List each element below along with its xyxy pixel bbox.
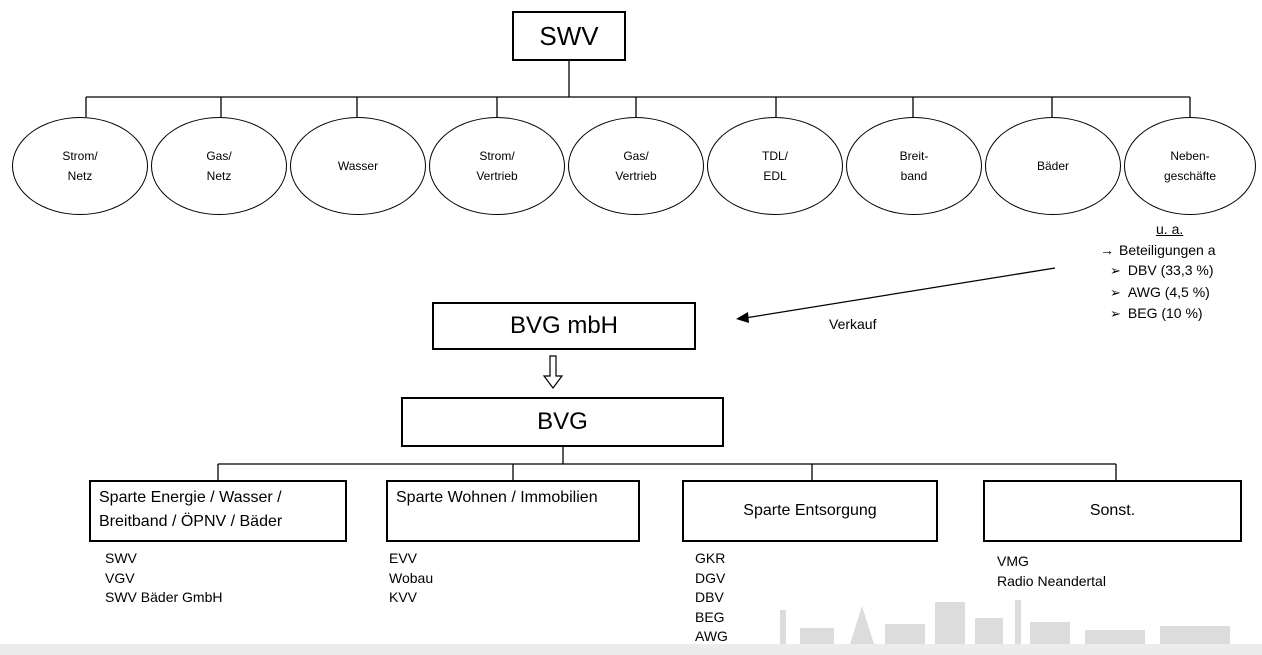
division-gas-netz: Gas/ Netz: [151, 117, 287, 215]
side-note: u. a. Beteiligungen a DBV (33,3 %) AWG (…: [1100, 219, 1216, 325]
division-tdl-edl: TDL/ EDL: [707, 117, 843, 215]
member: VGV: [105, 569, 135, 586]
division-label: Bäder: [1036, 159, 1070, 173]
division-label: Strom/ Vertrieb: [476, 149, 518, 183]
swv-label: SWV: [539, 20, 599, 51]
sparte-sonstiges-members: VMG Radio Neandertal: [997, 552, 1106, 591]
division-label: Wasser: [337, 159, 379, 173]
city-skyline-watermark: [0, 600, 1262, 655]
member: GKR: [695, 550, 726, 566]
note-heading: u. a.: [1156, 221, 1184, 237]
member: KVV: [389, 589, 418, 605]
sparte-entsorgung-members: GKR DGV DBV BEG AWG: [695, 549, 728, 647]
member: DBV: [695, 589, 724, 605]
sparte-label: Sonst.: [1089, 502, 1136, 519]
sale-label: Verkauf: [829, 316, 877, 332]
sparte-label: Sparte Energie / Wasser / Breitband / ÖP…: [99, 489, 283, 530]
bvg-mbh-label: BVG mbH: [509, 312, 619, 339]
sparte-wohnen-members: EVV Wobau KVV: [389, 549, 433, 608]
division-label: TDL/ EDL: [761, 149, 788, 183]
member: BEG: [695, 608, 725, 625]
division-label: Strom/ Netz: [62, 149, 98, 183]
note-arrow-item: Beteiligungen a: [1100, 240, 1216, 261]
division-baeder: Bäder: [985, 117, 1121, 215]
division-nebengeschaefte: Neben- geschäfte: [1124, 117, 1256, 215]
sparte-energie-members: SWV VGV SWV Bäder GmbH: [105, 549, 222, 608]
division-wasser: Wasser: [290, 117, 426, 215]
sparte-sonstiges: Sonst.: [983, 480, 1242, 542]
member: AWG: [695, 628, 728, 644]
member: VMG: [997, 553, 1029, 569]
member: SWV: [105, 550, 137, 566]
division-label: Breit- band: [899, 149, 929, 183]
division-strom-vertrieb: Strom/ Vertrieb: [429, 117, 565, 215]
division-strom-netz: Strom/ Netz: [12, 117, 148, 215]
note-item: BEG (10 %): [1110, 303, 1216, 325]
division-breitband: Breit- band: [846, 117, 982, 215]
note-item: AWG (4,5 %): [1110, 282, 1216, 304]
member: EVV: [389, 550, 418, 566]
sparte-label: Sparte Entsorgung: [743, 502, 877, 519]
member: SWV Bäder GmbH: [105, 589, 223, 605]
bvg-box: BVG: [401, 397, 724, 447]
bvg-mbh-box: BVG mbH: [432, 302, 696, 350]
swv-box: SWV: [512, 11, 626, 61]
bvg-label: BVG: [537, 408, 588, 435]
division-label: Gas/ Netz: [206, 149, 232, 183]
note-item: DBV (33,3 %): [1110, 260, 1216, 282]
sparte-label: Sparte Wohnen / Immobilien: [396, 489, 598, 506]
sparte-entsorgung: Sparte Entsorgung: [682, 480, 938, 542]
division-label: Gas/ Vertrieb: [615, 149, 657, 183]
sparte-wohnen: Sparte Wohnen / Immobilien: [386, 480, 640, 542]
member: DGV: [695, 569, 726, 586]
division-gas-vertrieb: Gas/ Vertrieb: [568, 117, 704, 215]
sparte-energie: Sparte Energie / Wasser / Breitband / ÖP…: [89, 480, 347, 542]
division-label: Neben- geschäfte: [1163, 149, 1217, 183]
member: Radio Neandertal: [997, 572, 1106, 589]
member: Wobau: [389, 569, 434, 586]
